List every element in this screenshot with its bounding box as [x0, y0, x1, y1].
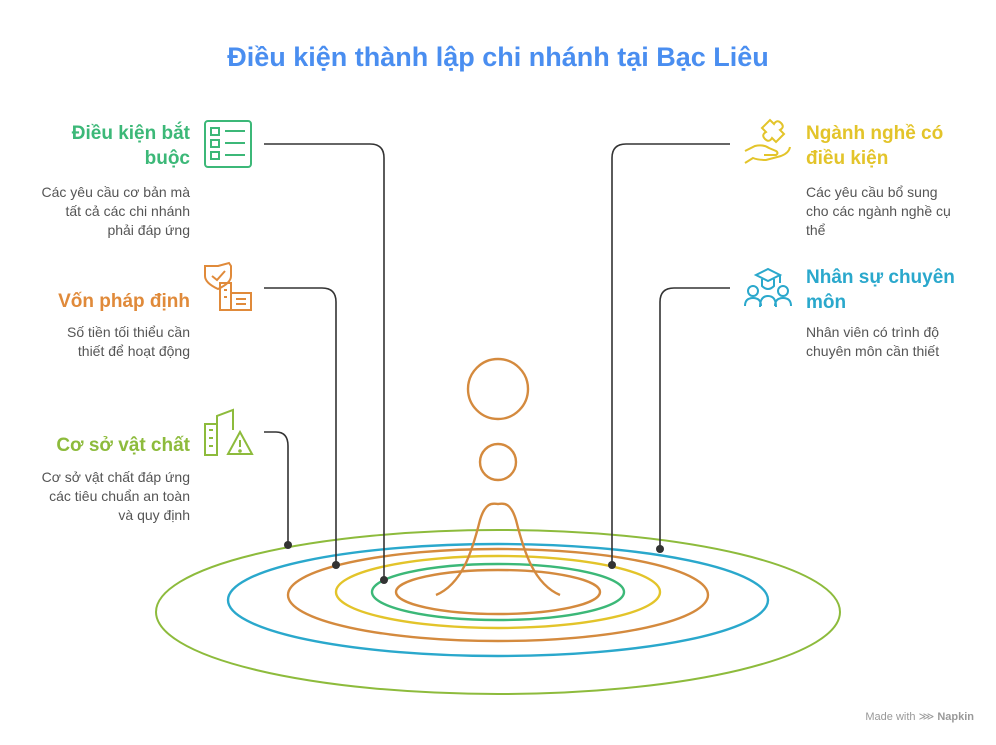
shield-building-icon [204, 261, 252, 311]
made-with-napkin[interactable]: Made with ⋙ Napkin [865, 710, 974, 723]
heading-conditional-business: Ngành nghề có điều kiện [806, 123, 944, 169]
desc-legal-capital: Số tiền tối thiểu cần thiết để hoạt động [67, 324, 190, 359]
napkin-brand: Napkin [937, 711, 974, 723]
connector-dot-3 [284, 541, 292, 549]
water-splash [435, 502, 561, 597]
ring-yellow [334, 554, 662, 630]
ring-green [370, 562, 626, 622]
desc-mandatory-conditions: Các yêu cầu cơ bản mà tất cả các chi nhá… [41, 184, 190, 238]
napkin-logo-icon: ⋙ [918, 711, 935, 723]
desc-conditional-business: Các yêu cầu bổ sung cho các ngành nghề c… [806, 184, 951, 238]
droplet-large [466, 357, 530, 421]
connector-5 [659, 287, 730, 549]
connector-dot-2 [332, 561, 340, 569]
ring-blue [226, 542, 770, 658]
graduates-icon [744, 267, 792, 308]
puzzle-hand-icon [744, 118, 791, 164]
connector-dot-1 [380, 576, 388, 584]
heading-legal-capital: Vốn pháp định [58, 291, 190, 312]
buildings-warning-icon [204, 408, 254, 456]
connector-3 [264, 431, 289, 545]
connector-dot-5 [656, 545, 664, 553]
heading-specialized-staff: Nhân sự chuyên môn [806, 267, 955, 313]
ring-inner [394, 568, 602, 616]
desc-facilities: Cơ sở vật chất đáp ứng các tiêu chuẩn an… [41, 469, 190, 523]
desc-specialized-staff: Nhân viên có trình độ chuyên môn cần thi… [806, 324, 940, 359]
connector-4 [611, 143, 730, 565]
ring-outer-green [155, 529, 841, 695]
ring-orange [286, 547, 710, 643]
page-title: Điều kiện thành lập chi nhánh tại Bạc Li… [227, 42, 769, 72]
made-with-label: Made with [865, 711, 916, 723]
connector-1 [264, 143, 385, 580]
connector-2 [264, 287, 337, 565]
droplet-small [478, 442, 518, 482]
connector-dot-4 [608, 561, 616, 569]
heading-mandatory-conditions: Điều kiện bắt buộc [71, 123, 190, 169]
heading-facilities: Cơ sở vật chất [56, 435, 190, 456]
checklist-icon [204, 120, 252, 168]
